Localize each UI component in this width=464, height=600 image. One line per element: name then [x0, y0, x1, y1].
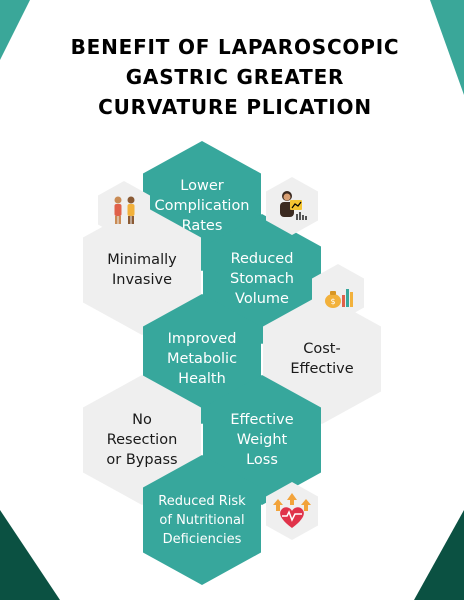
title-line-2: GASTRIC GREATER [125, 65, 345, 89]
corner-bottom-left-shape [0, 510, 60, 600]
benefit-label: No Resection or Bypass [106, 412, 178, 468]
heart-arrows-icon [273, 493, 311, 528]
doctor-chart-icon [280, 191, 307, 220]
money-chart-icon: $ [325, 289, 353, 308]
benefit-label: Lower Complication Rates [154, 178, 250, 234]
benefit-label: Improved Metabolic Health [166, 331, 238, 387]
benefit-reduced-stomach-volume: Reduced Stomach Volume [203, 214, 321, 344]
people-icon [114, 196, 135, 224]
benefit-label: Effective Weight Loss [230, 412, 294, 468]
benefit-label: Cost- Effective [290, 341, 354, 377]
page-title: BENEFIT OF LAPAROSCOPIC GASTRIC GREATER … [40, 32, 430, 122]
title-line-1: BENEFIT OF LAPAROSCOPIC [70, 35, 400, 59]
corner-bottom-right-shape [414, 510, 464, 600]
corner-top-left-shape [0, 0, 30, 60]
icon-hex-people [98, 181, 150, 239]
benefit-label: Reduced Stomach Volume [230, 251, 294, 307]
svg-text:$: $ [330, 297, 335, 306]
benefit-label: Minimally Invasive [107, 252, 177, 288]
title-line-3: CURVATURE PLICATION [98, 95, 372, 119]
corner-top-right-shape [430, 0, 464, 95]
benefit-label: Reduced Risk of Nutritional Deficiencies [158, 493, 246, 547]
